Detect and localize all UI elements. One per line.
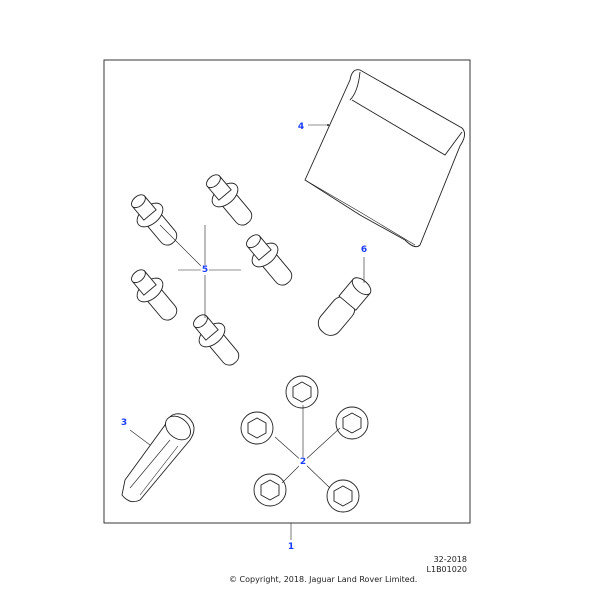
callout-6[interactable]: 6 xyxy=(360,245,368,255)
copyright-text: © Copyright, 2018. Jaguar Land Rover Lim… xyxy=(229,575,418,584)
callout-1[interactable]: 1 xyxy=(287,542,295,552)
callout-3[interactable]: 3 xyxy=(120,418,128,428)
callout-2[interactable]: 2 xyxy=(298,457,308,467)
callout-4[interactable]: 4 xyxy=(297,122,305,132)
adapter-part xyxy=(317,277,372,336)
wheel-nuts-part xyxy=(240,375,369,513)
key-part xyxy=(121,413,195,503)
callout-5[interactable]: 5 xyxy=(200,265,210,275)
date-code: 32-2018 xyxy=(433,555,467,564)
illustration-id: L1B01020 xyxy=(426,565,467,574)
pouch-part xyxy=(304,69,465,248)
locking-bolts-part xyxy=(131,174,293,366)
kit-frame xyxy=(103,59,471,524)
